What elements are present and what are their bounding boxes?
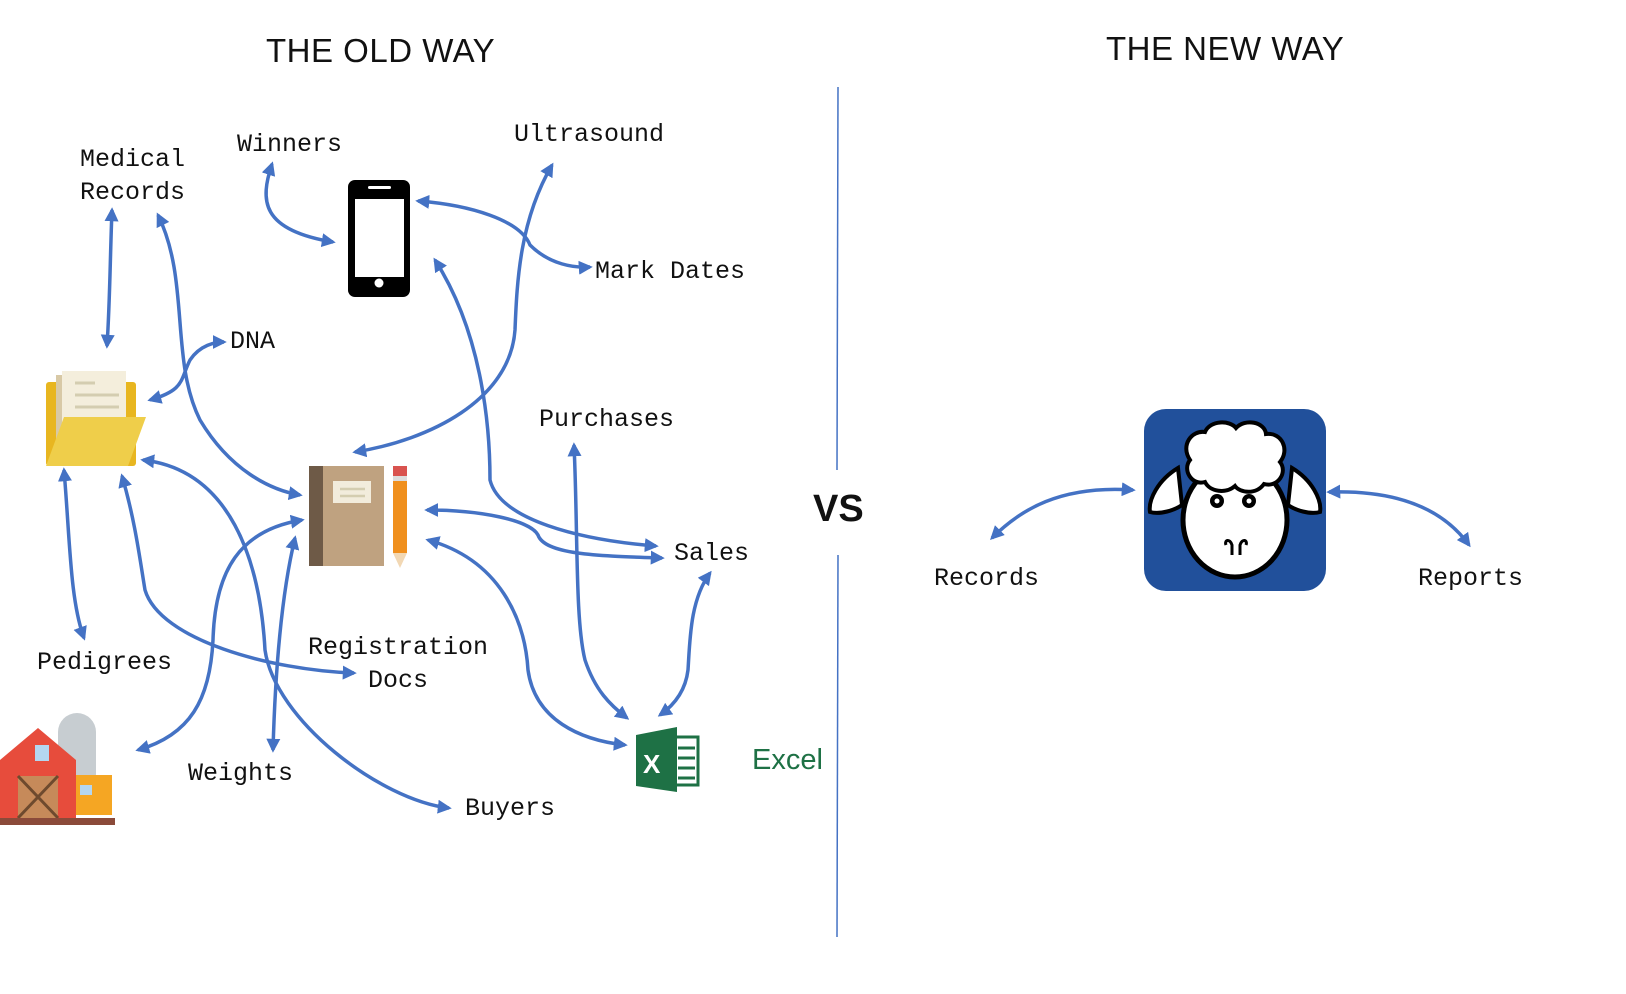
label-sales: Sales bbox=[674, 539, 750, 568]
label-buyers: Buyers bbox=[465, 794, 556, 823]
arrow-notebook-sales bbox=[424, 503, 665, 565]
divider-bottom bbox=[836, 554, 839, 938]
phone-icon bbox=[348, 180, 410, 297]
arrow-records-app bbox=[990, 482, 1136, 540]
arrow-purchases-excel bbox=[567, 442, 630, 720]
label-weights: Weights bbox=[188, 759, 294, 788]
new-way-title: THE NEW WAY bbox=[1106, 30, 1345, 67]
arrow-app-reports bbox=[1326, 484, 1471, 548]
label-reports: Reports bbox=[1418, 564, 1524, 593]
excel-icon: X bbox=[636, 727, 700, 792]
sheep-app-icon bbox=[1144, 409, 1326, 591]
label-registration-docs: Registration Docs bbox=[308, 633, 489, 695]
label-ultrasound: Ultrasound bbox=[514, 120, 665, 149]
svg-text:X: X bbox=[643, 749, 661, 779]
arrow-sales-excel bbox=[657, 570, 712, 717]
label-mark-dates: Mark Dates bbox=[595, 257, 746, 286]
arrow-folder-dna bbox=[147, 335, 227, 404]
arrow-phone-markdates bbox=[415, 194, 593, 275]
label-purchases: Purchases bbox=[539, 405, 675, 434]
label-dna: DNA bbox=[230, 327, 276, 356]
barn-icon bbox=[0, 713, 115, 825]
arrow-folder-pedigrees bbox=[57, 467, 87, 641]
label-records: Records bbox=[934, 564, 1040, 593]
arrow-folder-medical bbox=[100, 207, 119, 349]
old-way-title: THE OLD WAY bbox=[266, 32, 496, 69]
notebook-icon bbox=[309, 466, 407, 568]
arrow-notebook-excel bbox=[425, 536, 628, 751]
label-medical-records: Medical Records bbox=[80, 145, 186, 207]
arrow-barn-notebook bbox=[135, 514, 305, 754]
label-pedigrees: Pedigrees bbox=[37, 648, 173, 677]
excel-label: Excel bbox=[752, 744, 823, 776]
label-winners: Winners bbox=[237, 130, 343, 159]
arrow-notebook-medical bbox=[156, 212, 303, 501]
arrow-winners-phone bbox=[261, 161, 336, 248]
divider-top bbox=[836, 86, 839, 471]
arrow-weights-notebook bbox=[266, 535, 300, 753]
folder-icon bbox=[46, 371, 146, 466]
vs-label: VS bbox=[813, 488, 864, 530]
